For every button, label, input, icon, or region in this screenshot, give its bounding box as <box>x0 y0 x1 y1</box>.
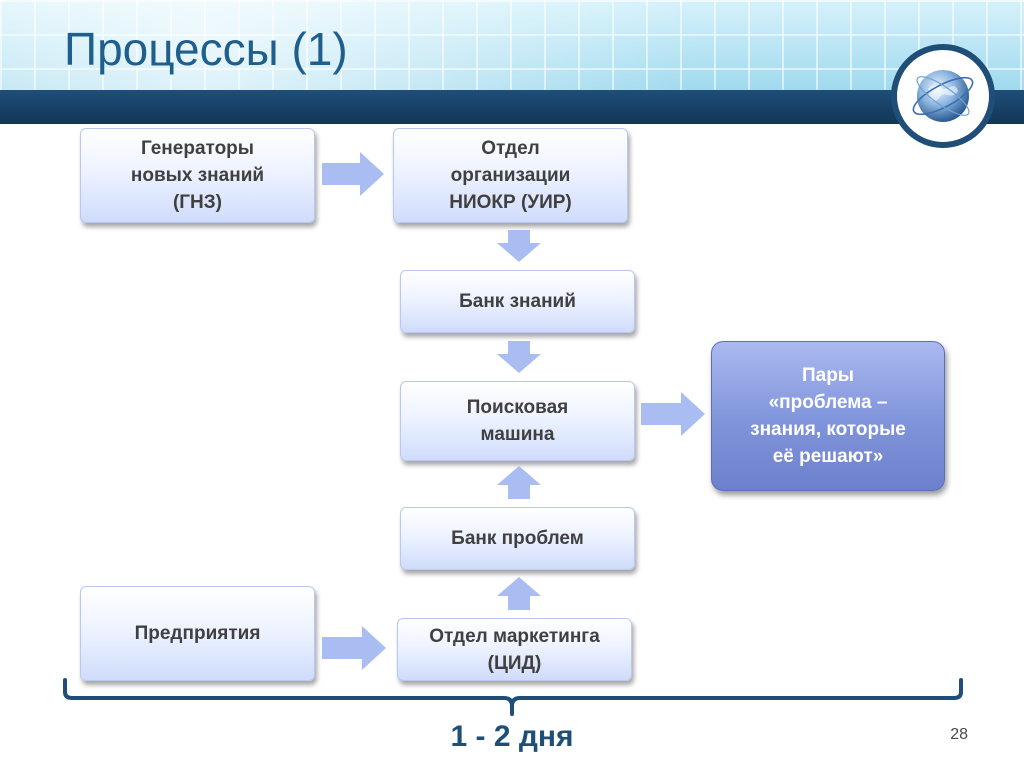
box-knowledge-bank: Банк знаний <box>400 270 635 333</box>
box-rnd-department: Отдел организации НИОКР (УИР) <box>393 128 628 223</box>
arrow-problem-bank-to-search <box>497 466 541 499</box>
box-enterprises-label: Предприятия <box>134 623 261 644</box>
box-problem-knowledge-pairs-label: Пары «проблема – знания, которые её реша… <box>750 365 906 467</box>
box-marketing-department: Отдел маркетинга (ЦИД) <box>397 618 632 681</box>
box-marketing-department-label: Отдел маркетинга (ЦИД) <box>429 625 600 674</box>
globe-icon <box>912 70 974 122</box>
box-problem-bank-label: Банк проблем <box>451 528 584 549</box>
box-knowledge-bank-label: Банк знаний <box>459 291 576 312</box>
header-bar <box>0 90 1024 124</box>
globe-logo <box>891 44 995 148</box>
box-search-engine: Поисковая машина <box>400 381 635 461</box>
box-enterprises: Предприятия <box>80 586 315 681</box>
box-problem-bank: Банк проблем <box>400 507 635 570</box>
arrow-search-to-pairs <box>641 392 705 436</box>
box-rnd-department-label: Отдел организации НИОКР (УИР) <box>449 138 572 213</box>
timeline-brace <box>60 678 966 718</box>
arrow-enterprises-to-marketing <box>322 626 386 670</box>
duration-label: 1 - 2 дня <box>450 720 574 753</box>
arrow-gnz-to-rnd <box>322 152 384 196</box>
header-background <box>0 0 1024 92</box>
arrow-marketing-to-problem-bank <box>497 577 541 610</box>
box-knowledge-generators: Генераторы новых знаний (ГНЗ) <box>80 128 315 223</box>
page-number: 28 <box>950 726 968 743</box>
box-knowledge-generators-label: Генераторы новых знаний (ГНЗ) <box>130 138 265 213</box>
box-problem-knowledge-pairs: Пары «проблема – знания, которые её реша… <box>711 341 945 491</box>
arrow-knowledge-bank-to-search <box>497 341 541 373</box>
box-search-engine-label: Поисковая машина <box>466 397 569 445</box>
arrow-rnd-to-knowledge-bank <box>497 230 541 262</box>
slide-title: Процессы (1) <box>64 23 348 75</box>
